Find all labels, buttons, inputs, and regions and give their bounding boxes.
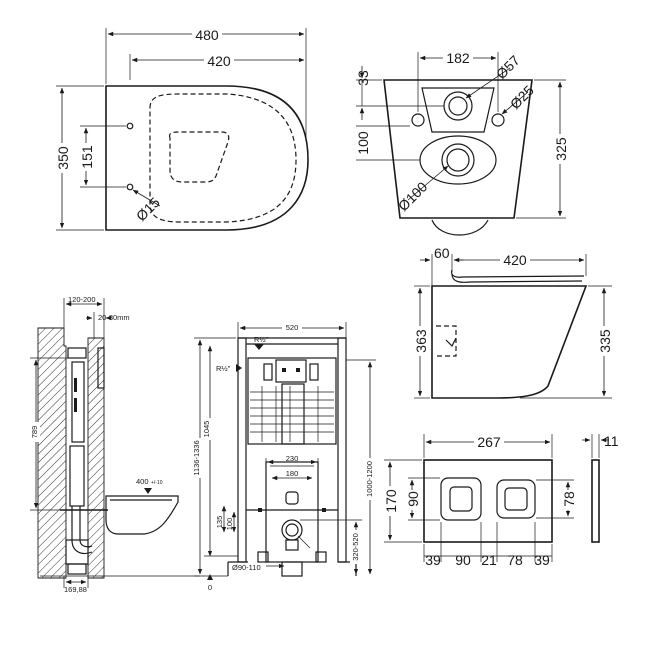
side-height-total-label: 363	[413, 329, 429, 353]
inlet-side-label: R½"	[216, 364, 231, 373]
bolt-hole-right	[491, 113, 505, 127]
frame-post-left	[237, 337, 247, 563]
total-height-label: 1136-1336	[192, 440, 201, 475]
bolt-height-2-label: 100	[225, 518, 234, 531]
side-back-depth-label: 60	[434, 245, 450, 261]
frame-post-right	[337, 337, 347, 563]
inner-height-label: 1045	[202, 421, 211, 438]
waste-height-label: 320-520	[351, 533, 360, 561]
plate-seg-1-label: 39	[425, 552, 441, 568]
side-length-label: 420	[503, 252, 527, 268]
bolt-hole-left	[411, 113, 425, 127]
top-view: 480 420 Ø15 350 151	[54, 24, 309, 231]
plate-seg-2-label: 90	[455, 552, 471, 568]
button-size-label: 90	[405, 491, 421, 507]
bolt-spacing-label: 230	[286, 454, 299, 463]
plate-seg-4-label: 78	[507, 552, 523, 568]
back-outline	[383, 79, 533, 219]
side-view: 60 420 363 335	[412, 245, 613, 399]
wall-hatch	[37, 327, 67, 579]
button-height-right-label: 78	[561, 491, 577, 507]
bowl-opening	[168, 131, 230, 183]
bolt-dia-label: Ø25	[507, 82, 537, 112]
fixing-hole-top	[126, 122, 134, 130]
bolt-spacing-inner-label: 180	[286, 469, 299, 478]
top-width-inner-label: 420	[207, 53, 231, 69]
bowl-height-tol-label: +/-10	[151, 480, 163, 486]
fixing-hole-bottom	[126, 183, 134, 191]
frame-front: 520 R½" R½"	[192, 321, 376, 592]
waste-ellipse	[419, 135, 497, 185]
outlet-dia-label: Ø57	[493, 52, 523, 82]
plate-thickness-label: 11	[604, 433, 619, 449]
holes-spacing-label: 182	[446, 50, 470, 66]
plate-width-label: 267	[477, 434, 501, 450]
top-offset-label: 33	[355, 70, 371, 86]
top-inner-depth-label: 151	[79, 145, 95, 169]
plate-seg-5-label: 39	[534, 552, 550, 568]
frame-height-label: 789	[30, 426, 39, 439]
pan-outline	[105, 85, 309, 231]
flush-plate-side: 11	[582, 433, 619, 543]
waste-dia-label: Ø100	[395, 178, 431, 214]
bolt-height-label: 100	[355, 131, 371, 155]
waste-dia-label: Ø90-110	[232, 563, 261, 572]
flush-plate-front: 267 170 90 78 39 90 21 78	[382, 433, 577, 568]
frame-width-label: 520	[286, 323, 299, 332]
cistern	[247, 357, 337, 445]
button-left	[440, 477, 482, 521]
back-view: 182 Ø57 Ø25 33 100 325 Ø100	[354, 50, 569, 236]
fixing-hole-dia-label: Ø15	[133, 194, 163, 224]
bolt-height-1-label: 135	[215, 516, 224, 529]
side-body	[431, 285, 588, 399]
waste-socket-inner	[285, 523, 299, 537]
inlet-inner-circle	[448, 96, 468, 116]
waste-circle-inner	[446, 148, 470, 172]
plate-seg-3-label: 21	[481, 552, 497, 568]
waste-circle-outer	[441, 143, 475, 177]
top-depth-label: 350	[55, 146, 71, 170]
cover-depth-label: 20-80mm	[98, 313, 130, 322]
pan-inner-dashed	[149, 93, 297, 223]
bottom-offset-label: 169,88	[64, 585, 87, 594]
inlet-top-label: R½"	[254, 335, 269, 344]
back-height-label: 325	[553, 137, 569, 161]
button-right	[496, 479, 536, 519]
back-bottom-curve	[431, 219, 489, 236]
wall-bowl	[105, 495, 179, 535]
cistern-height-label: 1000-1200	[365, 461, 374, 497]
top-width-outer-label: 480	[195, 27, 219, 43]
bowl-height-label: 400	[136, 477, 149, 486]
side-height-bowl-label: 335	[597, 329, 613, 353]
inlet-recess	[421, 87, 495, 133]
plate-outline	[423, 459, 553, 543]
plate-side-outline	[591, 459, 600, 543]
plate-height-label: 170	[383, 489, 399, 513]
wall-depth-label: 120-200	[68, 295, 96, 304]
inlet-outer-circle	[443, 91, 473, 121]
wall-section: 120-200 20-80mm 789 400 +/-10	[28, 295, 200, 594]
floor-level-label: 0	[208, 583, 212, 592]
